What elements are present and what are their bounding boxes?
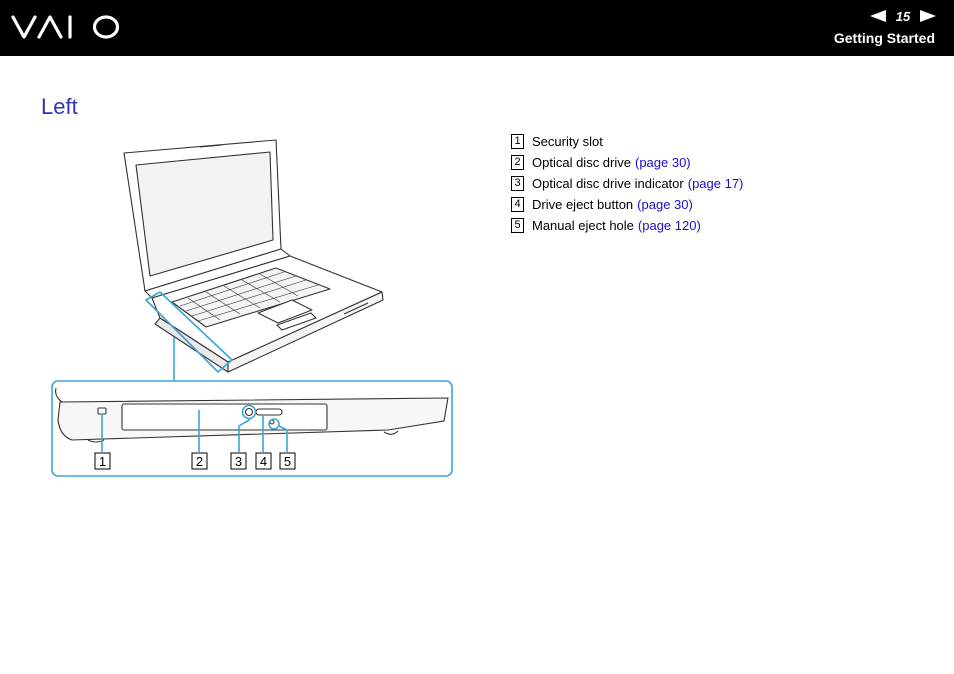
item-number: 2	[511, 155, 524, 170]
item-text: Drive eject button	[532, 197, 634, 212]
component-list: 1 Security slot 2 Optical disc drive (pa…	[511, 131, 743, 236]
next-page-icon[interactable]	[920, 10, 936, 22]
list-item: 5 Manual eject hole (page 120)	[511, 215, 743, 236]
list-item: 1 Security slot	[511, 131, 743, 152]
callout-label-4: 4	[260, 454, 267, 469]
list-item: 4 Drive eject button (page 30)	[511, 194, 743, 215]
detail-box	[51, 380, 453, 477]
vaio-logo	[11, 15, 120, 39]
page-link[interactable]: (page 30)	[634, 155, 691, 170]
left-side-highlight	[145, 291, 233, 373]
page-number: 15	[895, 8, 911, 24]
page-link[interactable]: (page 17)	[687, 176, 744, 191]
item-number: 4	[511, 197, 524, 212]
laptop-drawing	[123, 139, 384, 373]
list-item: 3 Optical disc drive indicator (page 17)	[511, 173, 743, 194]
list-item: 2 Optical disc drive (page 30)	[511, 152, 743, 173]
item-number: 5	[511, 218, 524, 233]
callout-label-2: 2	[196, 454, 203, 469]
item-text: Optical disc drive	[532, 155, 631, 170]
item-text: Manual eject hole	[532, 218, 634, 233]
page-navigation: 15	[870, 7, 936, 25]
page-title: Left	[41, 94, 78, 119]
callout-label-1: 1	[99, 454, 106, 469]
page-link[interactable]: (page 120)	[637, 218, 701, 233]
callout-label-5: 5	[284, 454, 291, 469]
header-bar: 15 Getting Started	[0, 0, 954, 56]
section-title: Getting Started	[833, 30, 935, 46]
item-text: Optical disc drive indicator	[532, 176, 684, 191]
side-view	[55, 387, 449, 443]
item-text: Security slot	[532, 134, 603, 149]
page-link[interactable]: (page 30)	[637, 197, 693, 212]
callout-lines	[101, 404, 288, 452]
item-number: 1	[511, 134, 524, 149]
callout-label-3: 3	[235, 454, 242, 469]
item-number: 3	[511, 176, 524, 191]
previous-page-icon[interactable]	[870, 10, 886, 22]
